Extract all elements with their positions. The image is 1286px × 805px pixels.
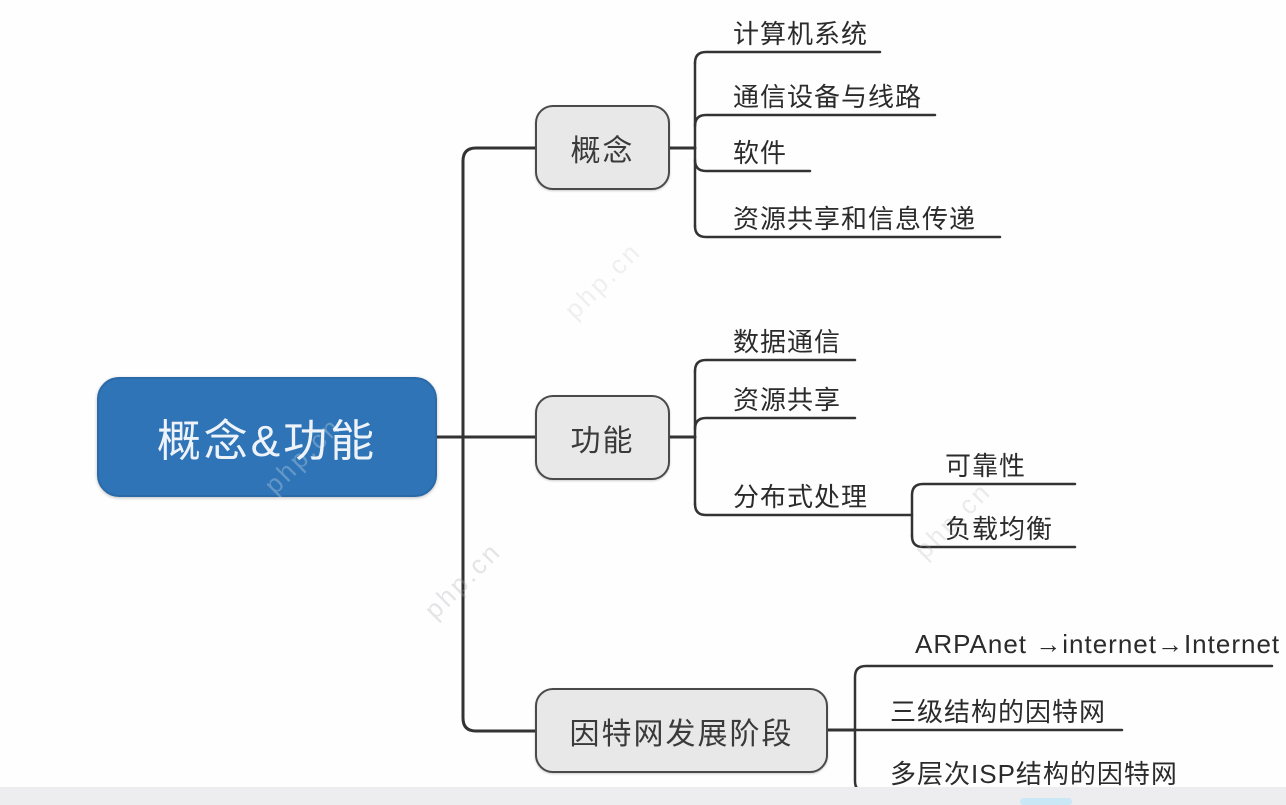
leaf-load-balancing[interactable]: 负载均衡 bbox=[945, 514, 1054, 544]
leaf-three-tier-internet[interactable]: 三级结构的因特网 bbox=[890, 697, 1107, 727]
root-topic[interactable]: 概念&功能 bbox=[97, 377, 437, 497]
leaf-comm-equipment[interactable]: 通信设备与线路 bbox=[733, 82, 923, 112]
leaf-resource-sharing-info[interactable]: 资源共享和信息传递 bbox=[733, 204, 977, 234]
leaf-distributed-processing[interactable]: 分布式处理 bbox=[733, 482, 869, 512]
leaf-computer-system[interactable]: 计算机系统 bbox=[733, 19, 869, 49]
topic-function[interactable]: 功能 bbox=[535, 395, 670, 480]
trunk-lines bbox=[435, 146, 857, 733]
leaf-multilayer-isp-internet[interactable]: 多层次ISP结构的因特网 bbox=[890, 759, 1178, 789]
leaf-data-communication[interactable]: 数据通信 bbox=[733, 327, 842, 357]
bottom-blue-mark bbox=[1020, 798, 1072, 805]
bottom-band bbox=[0, 787, 1286, 805]
topic-internet-stages[interactable]: 因特网发展阶段 bbox=[535, 688, 828, 773]
leaf-resource-sharing[interactable]: 资源共享 bbox=[733, 385, 842, 415]
leaf-arpanet-evolution[interactable]: ARPAnet →internet→Internet bbox=[915, 629, 1281, 659]
leaf-reliability[interactable]: 可靠性 bbox=[945, 451, 1027, 481]
leaf-underlines bbox=[693, 50, 1274, 794]
topic-concept[interactable]: 概念 bbox=[535, 105, 670, 190]
leaf-software[interactable]: 软件 bbox=[733, 138, 788, 168]
